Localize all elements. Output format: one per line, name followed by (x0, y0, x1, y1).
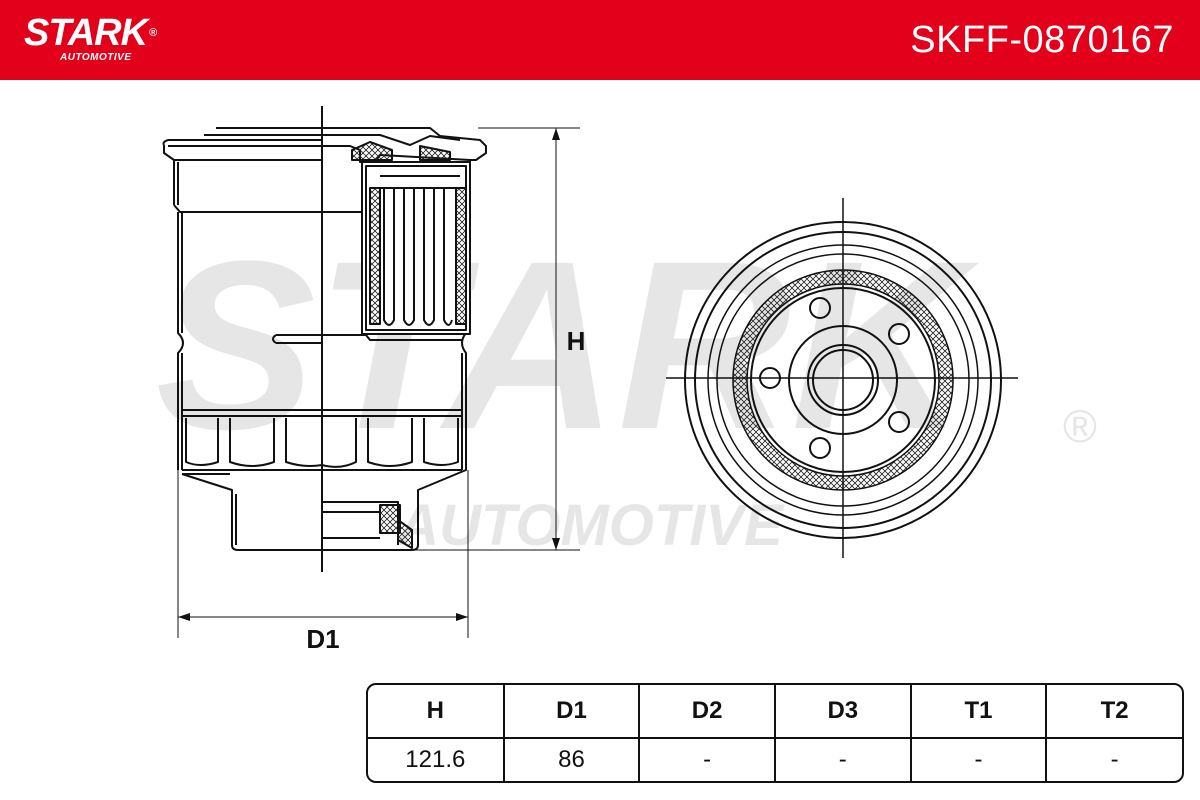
stark-watermark: STARK AUTOMOTIVE ® (156, 211, 1097, 558)
spec-header-d3: D3 (773, 685, 911, 739)
spec-value-row: 121.6 86 - - - - (368, 738, 1182, 781)
spec-value-t1: - (909, 738, 1047, 781)
spec-header-d1: D1 (502, 685, 640, 739)
diameter-dimension (177, 470, 469, 638)
filter-side-view (162, 127, 487, 551)
spec-value-h: 121.6 (405, 746, 466, 773)
spec-value-d2: - (638, 738, 775, 781)
spec-header-row: H D1 D2 D3 T1 T2 (368, 685, 1182, 739)
spec-value-d3: - (773, 738, 911, 781)
logo-brand: STARK® (24, 12, 157, 54)
part-number: SKFF-0870167 (910, 19, 1174, 61)
specifications-table: H D1 D2 D3 T1 T2 121.6 86 - - - - (366, 683, 1184, 783)
spec-header-t2: T2 (1045, 685, 1182, 739)
spec-header-t1: T1 (909, 685, 1047, 739)
spec-value-t2: - (1045, 738, 1182, 781)
stark-logo: STARK® AUTOMOTIVE (24, 12, 157, 64)
watermark-sub: AUTOMOTIVE (395, 493, 785, 558)
spec-header-d2: D2 (638, 685, 775, 739)
height-dimension (412, 127, 580, 551)
height-label: H (567, 326, 586, 356)
diameter-label: D1 (306, 624, 339, 654)
top-view-centerlines (666, 198, 1018, 558)
spec-value-d1: 86 (502, 738, 640, 781)
header-bar: STARK® AUTOMOTIVE SKFF-0870167 (0, 0, 1200, 80)
logo-subtitle: AUTOMOTIVE (60, 52, 132, 63)
watermark-registered: ® (1063, 400, 1097, 452)
technical-drawing: STARK AUTOMOTIVE ® (156, 106, 1097, 654)
spec-header-h: H (368, 685, 504, 739)
